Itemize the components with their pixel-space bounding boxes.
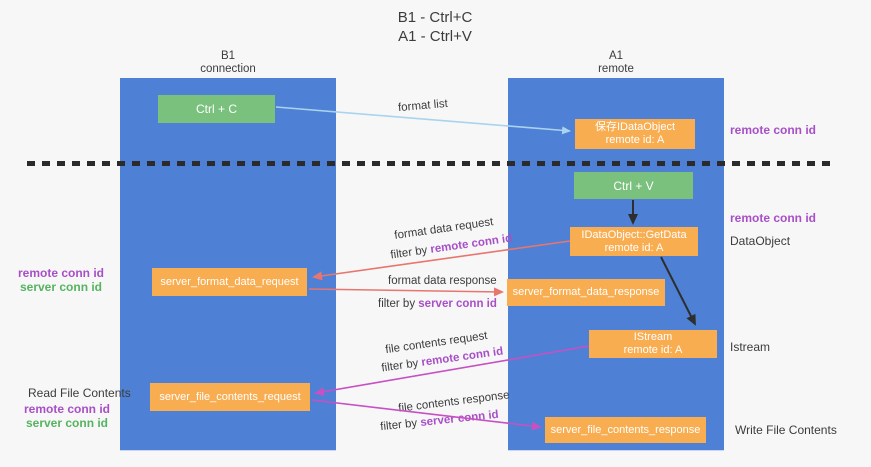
lifeline-b1-subtitle: connection [200, 63, 256, 75]
lifeline-a1-header: A1 remote [508, 50, 724, 76]
node-ctrl-c: Ctrl + C [158, 95, 275, 123]
lifeline-b1-name: B1 [220, 50, 236, 62]
node-ctrl-v: Ctrl + V [574, 172, 693, 199]
phase-separator-dashed-line [27, 161, 831, 166]
annotation-format-server-conn-id: server conn id [19, 280, 103, 294]
edge-label-file-contents-response-filter: filter by server conn id [380, 409, 500, 433]
lifeline-b1-header: B1 connection [120, 50, 336, 76]
node-server-file-contents-response: server_file_contents_response [545, 417, 706, 443]
annotation-file-server-conn-id: server conn id [25, 416, 109, 430]
node-server-format-data-response: server_format_data_response [507, 279, 665, 306]
filter-key-remote-conn-id: remote conn id [429, 232, 513, 256]
annotation-left-pair-file: remote conn id server conn id [22, 402, 112, 430]
node-istream-line2: remote id: A [623, 344, 683, 356]
node-server-format-data-request-label: server_format_data_request [160, 275, 299, 288]
diagram-title: B1 - Ctrl+C A1 - Ctrl+V [320, 8, 550, 46]
node-istream-line1: IStream [633, 331, 673, 343]
edge-label-format-data-response-filter: filter by server conn id [378, 298, 497, 310]
node-save-idataobject-line1: 保存IDataObject [594, 121, 676, 133]
node-server-file-contents-request: server_file_contents_request [150, 383, 310, 411]
node-server-file-contents-response-label: server_file_contents_response [550, 423, 701, 436]
arrow-format-data-response [308, 287, 504, 297]
filter-prefix: filter by [378, 298, 416, 310]
node-idataobject-getdata-line2: remote id: A [604, 241, 664, 254]
annotation-file-remote-conn-id: remote conn id [23, 402, 110, 416]
annotation-dataobject: DataObject [730, 234, 791, 248]
node-server-format-data-request: server_format_data_request [152, 268, 307, 296]
diagram-title-line1: B1 - Ctrl+C [397, 9, 473, 26]
annotation-istream: Istream [730, 340, 771, 354]
filter-prefix: filter by [379, 417, 418, 434]
filter-key-server-conn-id: server conn id [418, 298, 497, 310]
annotation-left-pair-format: remote conn id server conn id [16, 266, 106, 294]
annotation-remote-conn-id-mid: remote conn id [730, 211, 817, 225]
annotation-format-remote-conn-id: remote conn id [17, 266, 104, 280]
lifeline-a1-subtitle: remote [598, 63, 634, 75]
edge-label-format-data-response: format data response [388, 275, 497, 287]
node-save-idataobject: 保存IDataObject remote id: A [575, 119, 695, 149]
node-idataobject-getdata-line1: IDataObject::GetData [581, 228, 687, 241]
filter-prefix: filter by [389, 244, 429, 262]
lifeline-a1-name: A1 [608, 50, 624, 62]
node-server-file-contents-request-label: server_file_contents_request [159, 390, 301, 403]
node-save-idataobject-line2: remote id: A [605, 134, 665, 146]
node-idataobject-getdata: IDataObject::GetData remote id: A [570, 227, 698, 256]
diagram-title-line2: A1 - Ctrl+V [398, 28, 472, 45]
node-ctrl-v-label: Ctrl + V [613, 178, 654, 193]
node-ctrl-c-label: Ctrl + C [195, 102, 237, 116]
filter-prefix: filter by [380, 357, 420, 375]
annotation-remote-conn-id-top: remote conn id [730, 123, 817, 137]
filter-key-server-conn-id: server conn id [419, 408, 500, 429]
annotation-read-file-contents: Read File Contents [28, 386, 131, 400]
annotation-write-file-contents: Write File Contents [735, 423, 837, 437]
node-istream: IStream remote id: A [589, 330, 717, 358]
node-server-format-data-response-label: server_format_data_response [512, 286, 660, 298]
edge-label-format-list: format list [397, 97, 449, 115]
